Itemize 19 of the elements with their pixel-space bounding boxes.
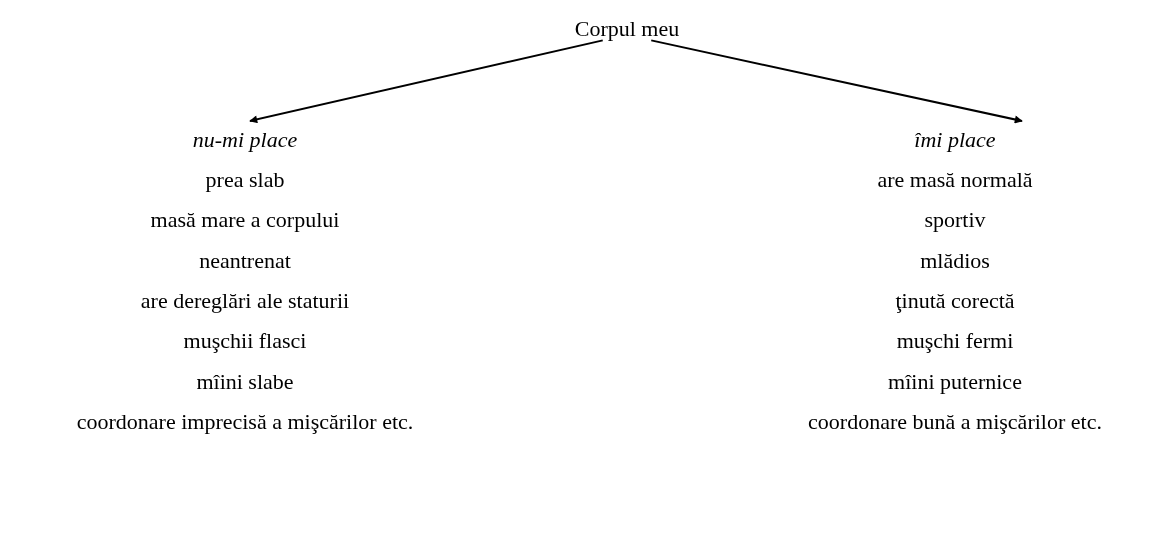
- column-heading: îmi place: [914, 127, 996, 154]
- list-item: mîini slabe: [196, 368, 294, 395]
- list-item: are masă normală: [877, 167, 1033, 194]
- list-item: neantrenat: [199, 247, 291, 274]
- arrow: [650, 39, 1023, 124]
- list-item: prea slab: [205, 167, 285, 194]
- arrow: [249, 39, 604, 124]
- column-heading: nu-mi place: [192, 127, 298, 154]
- list-item: mlădios: [920, 247, 990, 274]
- list-item: ţinută corectă: [895, 287, 1015, 315]
- list-item: coordonare bună a mişcărilor etc.: [808, 408, 1102, 436]
- list-item: are dereglări ale staturii: [140, 287, 350, 315]
- list-item: muşchii flasci: [183, 328, 307, 355]
- list-item: muşchi fermi: [896, 328, 1014, 355]
- list-item: sportiv: [924, 207, 986, 234]
- list-item: masă mare a corpului: [150, 207, 340, 234]
- title-text: Corpul meu: [574, 16, 680, 43]
- list-item: mîini puternice: [888, 368, 1022, 395]
- list-item: coordonare imprecisă a mişcărilor etc.: [76, 408, 414, 436]
